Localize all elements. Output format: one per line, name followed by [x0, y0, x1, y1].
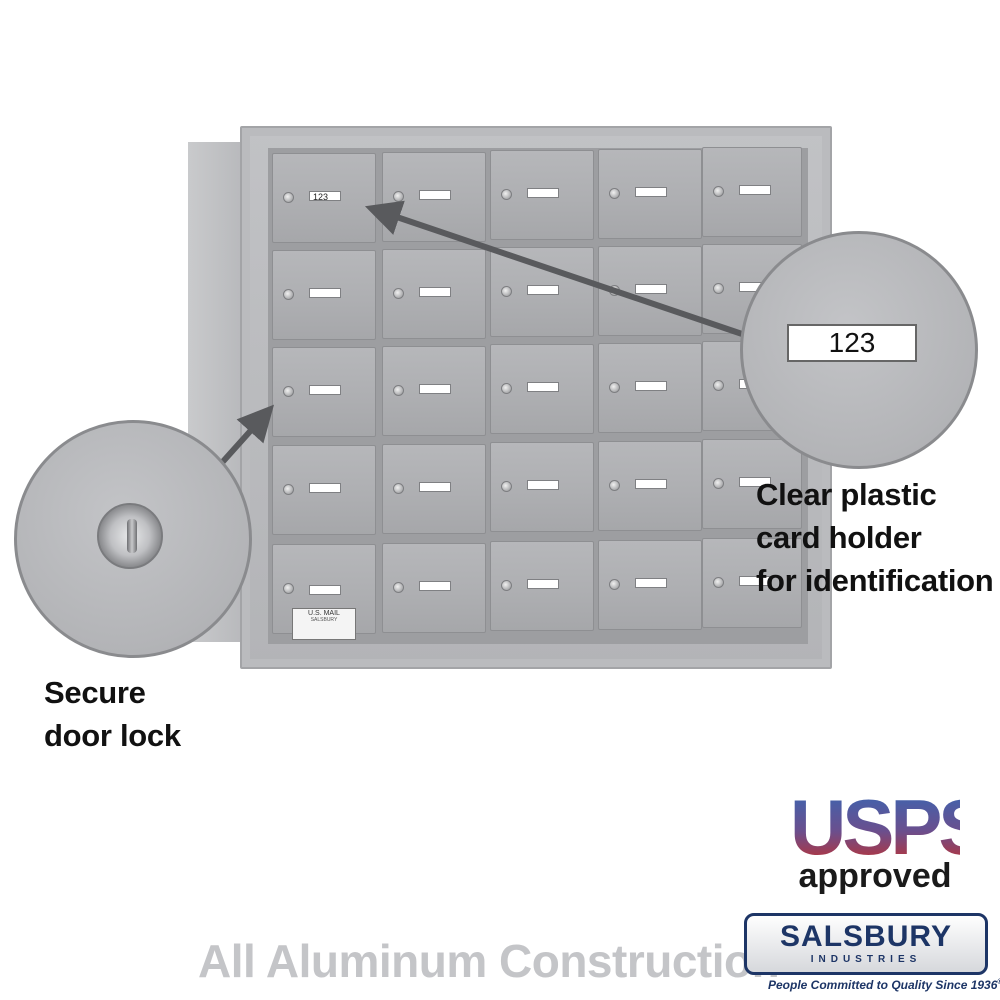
door-lock-icon [501, 481, 512, 492]
door-lock-icon [501, 580, 512, 591]
door-lock-icon [609, 578, 620, 590]
door-lock-icon [393, 287, 404, 299]
card-holder [309, 288, 341, 298]
door-lock-icon [713, 283, 724, 294]
usps-approved-badge: USPS approved [790, 783, 990, 895]
mailbox-door [702, 439, 802, 529]
us-mail-label: U.S. MAIL SALSBURY [292, 608, 356, 640]
mailbox-door [382, 542, 486, 633]
card-holder [739, 576, 771, 586]
mailbox-door [272, 445, 376, 535]
mailbox-door [382, 345, 486, 436]
card-holder-callout: Clear plastic card holder for identifica… [756, 473, 994, 602]
card-holder-zoom-circle: 123 [740, 231, 978, 469]
mailbox-door [490, 344, 594, 434]
door-lock-icon [393, 581, 404, 593]
mailbox-door [490, 442, 594, 532]
usps-approved-text: approved [798, 857, 952, 895]
mailbox-door [598, 148, 702, 239]
door-lock-icon [609, 187, 620, 199]
door-lock-callout: Secure door lock [44, 671, 181, 757]
door-lock-icon [283, 192, 294, 203]
us-mail-label-brand: SALSBURY [310, 617, 338, 623]
card-holder [309, 483, 341, 493]
keyhole-icon [127, 519, 137, 553]
card-holder-callout-line-1: Clear plastic [756, 477, 937, 512]
salsbury-logo-sub: INDUSTRIES [810, 954, 922, 965]
door-lock-icon [393, 384, 404, 396]
card-holder-callout-line-3: for identification [756, 563, 994, 598]
card-callout-arrow [364, 200, 749, 339]
mailbox-door [382, 443, 486, 534]
door-lock-callout-line-2: door lock [44, 718, 181, 753]
card-holder [635, 478, 667, 489]
mailbox-door [382, 248, 486, 339]
usps-logo: USPS [790, 783, 990, 871]
card-holder [635, 577, 667, 588]
card-holder [419, 580, 451, 591]
mailbox-door [490, 150, 594, 240]
lock-closeup-icon [97, 503, 163, 569]
salsbury-tagline: People Committed to Quality Since 1936® [768, 978, 1000, 992]
us-mail-label-title: U.S. MAIL [308, 610, 340, 617]
card-holder [739, 185, 771, 195]
salsbury-logo-name: SALSBURY [780, 920, 952, 953]
card-holder [527, 188, 559, 198]
door-lock-icon [283, 484, 294, 495]
door-lock-icon [501, 286, 512, 297]
door-lock-icon [609, 479, 620, 491]
card-holder [635, 186, 667, 197]
card-holder: 123 [309, 191, 341, 202]
door-lock-icon [609, 381, 620, 393]
card-holder [527, 285, 559, 295]
mailbox-door [272, 347, 376, 437]
mailbox-door [702, 538, 802, 628]
mailbox-door [272, 250, 376, 340]
card-holder [527, 480, 559, 490]
mailbox-door [598, 342, 702, 433]
door-lock-icon [501, 383, 512, 394]
door-lock-icon [283, 583, 294, 594]
door-lock-callout-line-1: Secure [44, 675, 146, 710]
door-lock-icon [713, 186, 724, 197]
card-holder-closeup: 123 [787, 324, 917, 362]
salsbury-tagline-text: People Committed to Quality Since 1936 [768, 978, 998, 992]
mailbox-door: 123 [272, 153, 376, 243]
mailbox-door [490, 247, 594, 337]
card-holder [309, 585, 341, 595]
door-lock-icon [393, 482, 404, 494]
card-holder [635, 380, 667, 391]
mailbox-door [490, 541, 594, 631]
construction-caption: All Aluminum Construction [198, 935, 780, 987]
card-holder [527, 579, 559, 589]
salsbury-logo: SALSBURY INDUSTRIES [744, 913, 988, 975]
card-holder [419, 383, 451, 394]
card-holder [739, 477, 771, 487]
door-lock-icon [713, 380, 724, 391]
card-holder [635, 283, 667, 294]
mailbox-door [598, 440, 702, 531]
card-holder [419, 481, 451, 492]
door-lock-icon [501, 189, 512, 200]
card-holder [309, 385, 341, 395]
card-holder [419, 286, 451, 297]
registered-mark: ® [997, 979, 1000, 986]
door-lock-icon [713, 577, 724, 588]
card-holder [419, 189, 451, 200]
lock-zoom-circle [14, 420, 252, 658]
mailbox-door [702, 147, 802, 237]
mailbox-door [598, 539, 702, 630]
door-lock-icon [283, 386, 294, 397]
card-holder-callout-line-2: card holder [756, 520, 922, 555]
door-lock-icon [713, 478, 724, 489]
card-holder [527, 382, 559, 392]
door-lock-icon [283, 289, 294, 300]
